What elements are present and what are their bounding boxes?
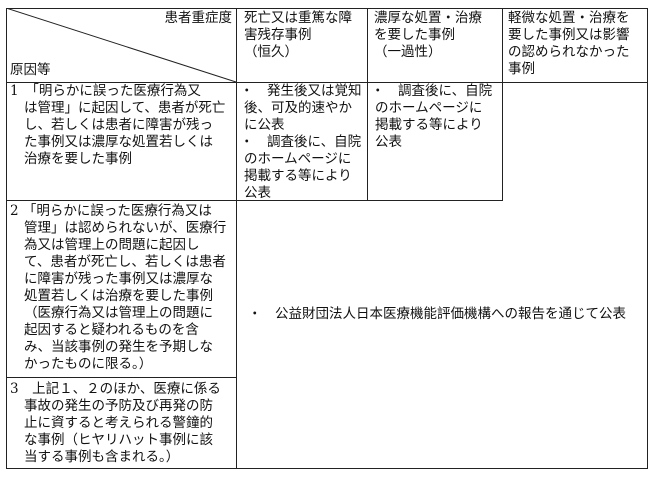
header-col-temporary: 濃厚な処置・治療を要した事例（一過性） [374,10,482,60]
row3-cause: 3 上記１、２のほか、医療に係る 事故の発生の予防及び再発の防 止に資すると考え… [10,381,221,465]
col-divider-2 [367,8,368,201]
header-col-permanent: 死亡又は重篤な障害残存事例（恒久） [244,10,352,60]
col-divider-3 [502,8,503,201]
row1-cause: 1 「明らかに誤った医療行為又 は管理」に起因して、患者が死亡 し、若しくは患者… [10,83,226,167]
header-col-minor: 軽微な処置・治療を要した事例又は影響の認められなかった事例 [508,10,630,77]
row2-cause: 2 「明らかに誤った医療行為又は 管理」は認められないが、医療行 為又は管理上の… [10,203,227,372]
header-severity-label: 患者重症度 [164,10,233,26]
corner-diagonal [6,8,237,83]
header-cause-label: 原因等 [10,62,51,78]
merged-report-action: ・ 公益財団法人日本医療機能評価機構への報告を通じて公表 [248,306,626,322]
table-border-top [6,8,648,9]
table-border-left [6,8,7,469]
table-border-bottom [6,468,648,469]
table-border-right [647,8,648,469]
row1-divider [6,200,502,201]
row1-permanent-action: ・ 発生後又は覚知 後、可及的速やか に公表 ・ 調査後に、自院 のホームページ… [240,83,362,201]
col-divider-1 [236,8,237,469]
row2-divider [6,377,236,378]
header-divider [6,82,648,83]
row1-temporary-action: ・ 調査後に、自院 のホームページに 掲載する等により 公表 [371,83,493,150]
